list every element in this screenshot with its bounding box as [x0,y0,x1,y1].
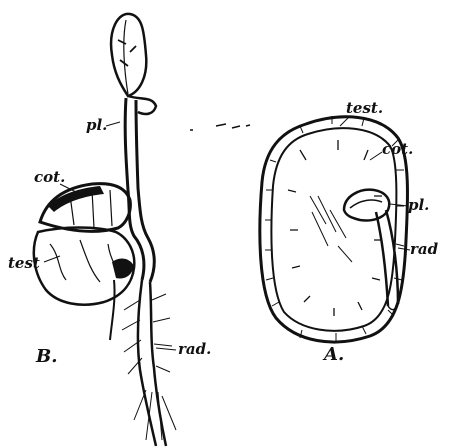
caption-a: A. [322,344,344,365]
label-rad-a: rad [410,240,439,258]
label-pl-b: pl. [86,116,107,134]
seedling-b-stem [125,98,154,282]
label-rad-b: rad. [178,340,211,358]
seed-a-cotyledon [288,140,382,316]
label-test-a: test. [346,99,383,117]
seedling-b-labels: pl. cot. test rad. B. [8,116,211,367]
seedling-b-radicle [122,280,176,446]
seedling-b-plumule [111,14,156,114]
caption-b: B. [35,346,57,367]
label-cot-b: cot. [34,168,65,186]
seedling-b [34,14,176,446]
label-pl-a: pl. [408,196,429,214]
seedling-b-cotyledon [40,184,130,232]
label-cot-a: cot. [382,140,413,158]
seed-a-plumule [344,190,389,221]
seedling-b-testa [34,228,134,341]
speckle-marks [190,124,250,130]
label-test-b: test [8,254,40,272]
